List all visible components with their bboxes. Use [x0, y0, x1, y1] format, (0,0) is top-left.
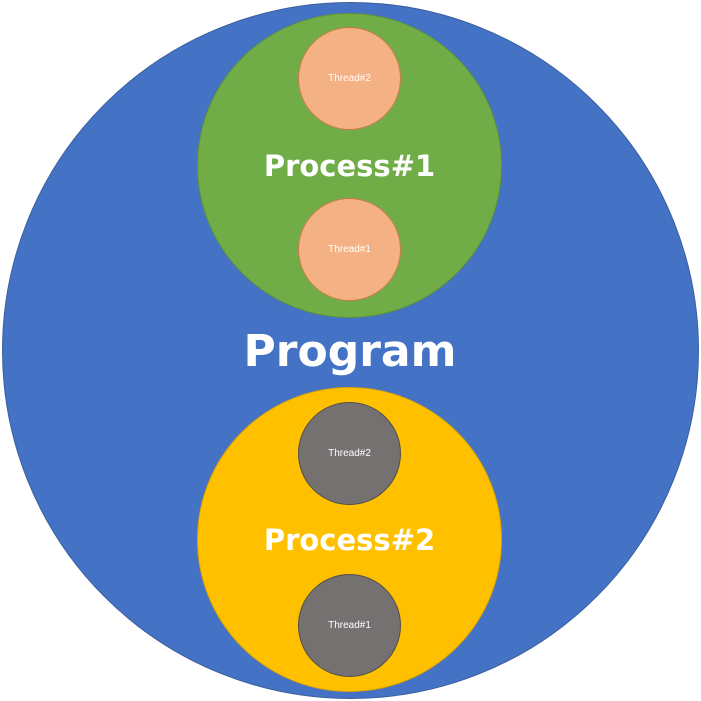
thread-label: Thread#1 — [328, 620, 371, 631]
process-1-thread-2: Thread#2 — [298, 27, 401, 130]
program-label: Program — [243, 326, 457, 377]
thread-label: Thread#1 — [328, 244, 371, 255]
process-1-label: Process#1 — [263, 149, 436, 183]
process-2-thread-2: Thread#2 — [298, 402, 401, 505]
process-2-thread-1: Thread#1 — [298, 574, 401, 677]
process-1-thread-1: Thread#1 — [298, 198, 401, 301]
process-2-label: Process#2 — [263, 523, 436, 557]
thread-label: Thread#2 — [328, 73, 371, 84]
thread-label: Thread#2 — [328, 448, 371, 459]
